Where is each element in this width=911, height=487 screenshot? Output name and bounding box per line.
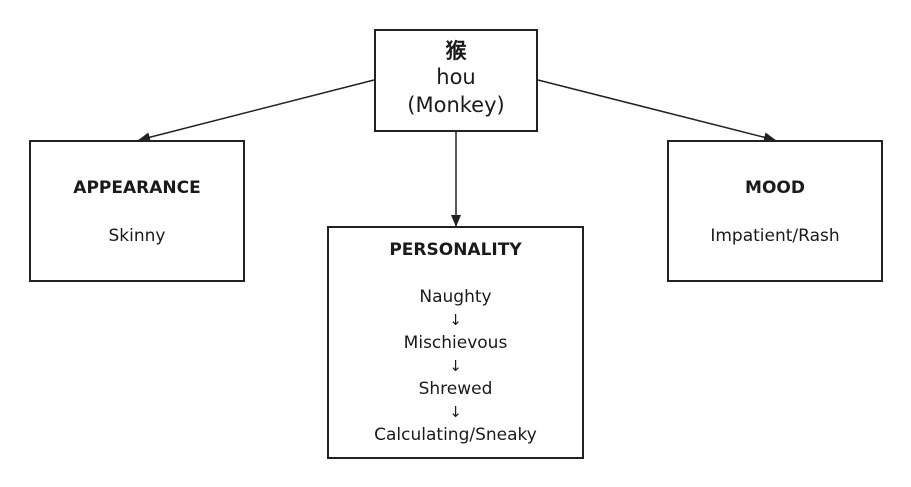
mood-value: Impatient/Rash <box>710 226 840 246</box>
center-glyph: 猴 <box>445 39 467 63</box>
edge-center-to-mood <box>537 79 776 143</box>
personality-step: Shrewed <box>418 379 493 399</box>
personality-title: PERSONALITY <box>389 240 522 260</box>
center-romanization: hou <box>436 65 476 89</box>
center-translation: (Monkey) <box>407 93 505 117</box>
appearance-value: Skinny <box>108 226 166 246</box>
edge-center-to-appearance <box>138 79 375 143</box>
personality-node: PERSONALITY Naughty ↓ Mischievous ↓ Shre… <box>327 226 584 459</box>
appearance-node: APPEARANCE Skinny <box>29 140 245 282</box>
down-arrow-icon: ↓ <box>449 403 462 421</box>
down-arrow-icon: ↓ <box>449 357 462 375</box>
center-node: 猴 hou (Monkey) <box>374 29 538 132</box>
personality-step: Calculating/Sneaky <box>374 425 537 445</box>
personality-step: Mischievous <box>403 333 508 353</box>
appearance-title: APPEARANCE <box>73 178 201 198</box>
down-arrow-icon: ↓ <box>449 311 462 329</box>
mood-title: MOOD <box>745 178 805 198</box>
personality-step: Naughty <box>419 287 492 307</box>
mood-node: MOOD Impatient/Rash <box>667 140 883 282</box>
personality-chain: Naughty ↓ Mischievous ↓ Shrewed ↓ Calcul… <box>329 286 582 447</box>
